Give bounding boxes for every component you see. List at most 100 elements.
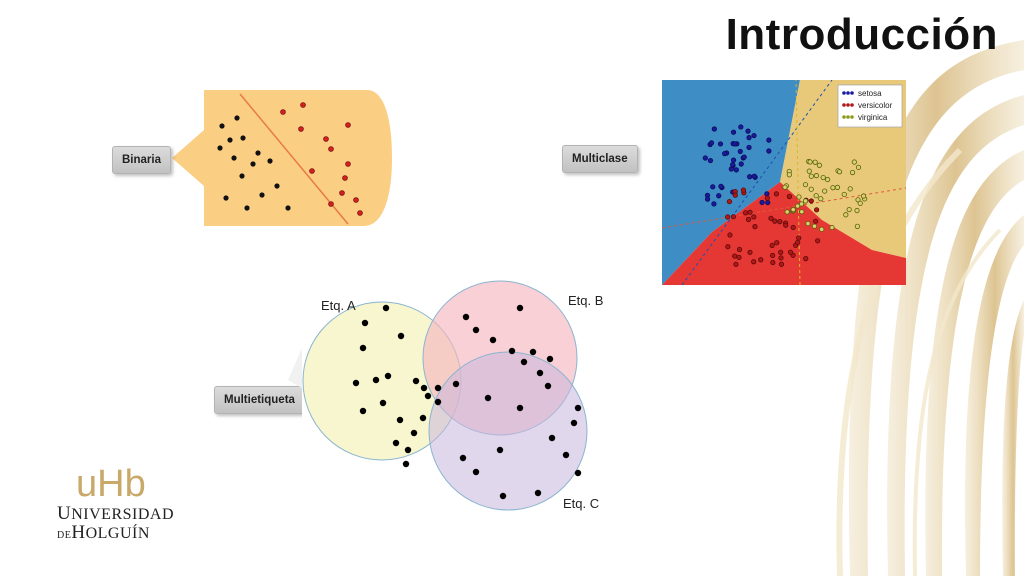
virginica-point bbox=[798, 201, 805, 207]
binary-label: Binaria bbox=[112, 146, 171, 174]
venn-point bbox=[402, 460, 410, 468]
binary-point bbox=[345, 122, 351, 128]
versicolor-point bbox=[787, 249, 794, 255]
legend-item-setosa: setosa bbox=[842, 89, 882, 98]
virginica-point bbox=[851, 159, 857, 165]
venn-point bbox=[574, 404, 582, 412]
multilabel-venn-diagram: Etq. A Etq. B Etq. C bbox=[288, 268, 613, 530]
multiclass-plot: setosa versicolor virginica bbox=[662, 80, 906, 285]
binary-point bbox=[285, 205, 291, 211]
binary-point bbox=[227, 137, 233, 143]
binary-points-class-0 bbox=[217, 115, 291, 211]
binary-point bbox=[342, 175, 348, 181]
setosa-point bbox=[732, 141, 738, 147]
venn-point bbox=[499, 492, 507, 500]
binary-point bbox=[323, 136, 329, 142]
setosa-point bbox=[707, 157, 714, 164]
binary-point bbox=[259, 192, 265, 198]
setosa-point bbox=[764, 191, 770, 197]
virginica-point bbox=[854, 207, 860, 214]
versicolor-point bbox=[726, 198, 733, 205]
virginica-point bbox=[841, 191, 847, 198]
versicolor-point bbox=[764, 195, 770, 201]
versicolor-point bbox=[730, 214, 737, 220]
setosa-point bbox=[708, 140, 715, 146]
virginica-point bbox=[822, 188, 828, 194]
versicolor-point bbox=[727, 232, 733, 238]
venn-point bbox=[529, 348, 537, 356]
binary-point bbox=[231, 155, 237, 161]
setosa-point bbox=[737, 148, 743, 155]
setosa-point bbox=[730, 162, 736, 168]
venn-set-c bbox=[428, 351, 588, 511]
multiclass-label: Multiclase bbox=[562, 145, 638, 173]
setosa-point bbox=[718, 183, 724, 189]
binary-diagram bbox=[172, 90, 392, 226]
venn-point bbox=[424, 392, 432, 400]
versicolor-point bbox=[768, 215, 774, 221]
venn-point bbox=[484, 394, 492, 402]
setosa-point bbox=[702, 155, 708, 161]
setosa-point bbox=[716, 193, 722, 199]
legend-item-versicolor: versicolor bbox=[842, 101, 893, 110]
versicolor-point bbox=[732, 253, 738, 259]
setosa-point bbox=[766, 148, 772, 154]
virginica-point bbox=[786, 172, 792, 178]
binary-point bbox=[219, 123, 225, 129]
binary-point bbox=[223, 195, 229, 201]
versicolor-point bbox=[732, 192, 738, 198]
setosa-point bbox=[745, 128, 751, 134]
venn-point bbox=[548, 434, 556, 442]
binary-point bbox=[267, 158, 273, 164]
virginica-point bbox=[855, 164, 862, 170]
versicolor-point bbox=[786, 193, 793, 200]
binary-point bbox=[239, 173, 245, 179]
venn-point bbox=[472, 468, 480, 476]
venn-point bbox=[384, 372, 392, 380]
virginica-point bbox=[847, 186, 853, 192]
setosa-point bbox=[733, 167, 739, 173]
setosa-point bbox=[765, 199, 771, 206]
setosa-point bbox=[746, 144, 752, 151]
setosa-point bbox=[746, 135, 752, 141]
virginica-point bbox=[855, 197, 861, 203]
versicolor-point bbox=[774, 240, 780, 246]
setosa-point bbox=[747, 174, 753, 180]
virginica-point bbox=[857, 200, 863, 206]
venn-point bbox=[574, 469, 582, 477]
binary-point bbox=[300, 102, 306, 108]
versicolor-point bbox=[814, 207, 820, 213]
venn-point bbox=[410, 429, 418, 437]
venn-point bbox=[359, 407, 367, 415]
virginica-point bbox=[813, 173, 820, 179]
binary-point bbox=[328, 146, 334, 152]
versicolor-point bbox=[795, 239, 801, 245]
virginica-point bbox=[820, 174, 826, 181]
venn-point bbox=[496, 446, 504, 454]
svg-text:uHb: uHb bbox=[76, 463, 146, 502]
venn-label-a: Etq. A bbox=[321, 298, 356, 313]
virginica-point bbox=[843, 212, 849, 218]
versicolor-point bbox=[736, 246, 743, 253]
setosa-point bbox=[710, 184, 716, 190]
versicolor-point bbox=[725, 214, 731, 220]
venn-label-c: Etq. C bbox=[563, 496, 599, 511]
binary-point bbox=[339, 190, 345, 196]
setosa-point bbox=[730, 157, 737, 163]
setosa-point bbox=[728, 166, 734, 172]
virginica-point bbox=[799, 209, 805, 215]
versicolor-point bbox=[773, 191, 780, 197]
slide-title: Introducción bbox=[725, 10, 998, 59]
virginica-point bbox=[802, 182, 809, 188]
versicolor-point bbox=[751, 214, 757, 220]
versicolor-point bbox=[752, 224, 758, 230]
venn-point bbox=[570, 419, 578, 427]
binary-point bbox=[250, 161, 256, 167]
setosa-point bbox=[751, 132, 757, 139]
binary-point bbox=[353, 197, 359, 203]
venn-point bbox=[472, 326, 480, 334]
multiclass-points bbox=[702, 124, 868, 267]
binary-point bbox=[298, 126, 304, 132]
boundary-line-3 bbox=[795, 80, 801, 285]
